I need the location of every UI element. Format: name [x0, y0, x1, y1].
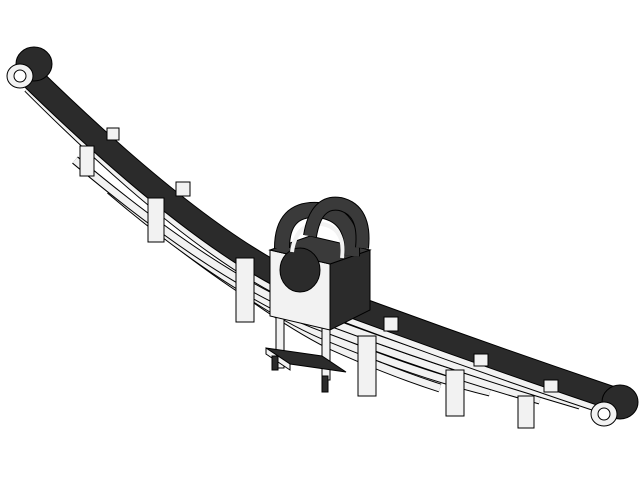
clip [147, 197, 165, 243]
clip [357, 335, 377, 397]
spring-eye-right [590, 384, 639, 427]
bolt-end [271, 355, 279, 371]
rebound-clips [79, 127, 559, 429]
u-bolt [274, 196, 370, 259]
clip [517, 395, 535, 429]
clip [79, 145, 95, 177]
bolt-end [321, 375, 329, 393]
clip [445, 369, 465, 417]
clip [235, 257, 255, 323]
spring-eye-left [6, 46, 53, 89]
axle-seat-block [268, 235, 372, 331]
main-leaf [19, 65, 616, 410]
u-bolt-plate [265, 299, 347, 393]
axle-hole [279, 247, 321, 293]
